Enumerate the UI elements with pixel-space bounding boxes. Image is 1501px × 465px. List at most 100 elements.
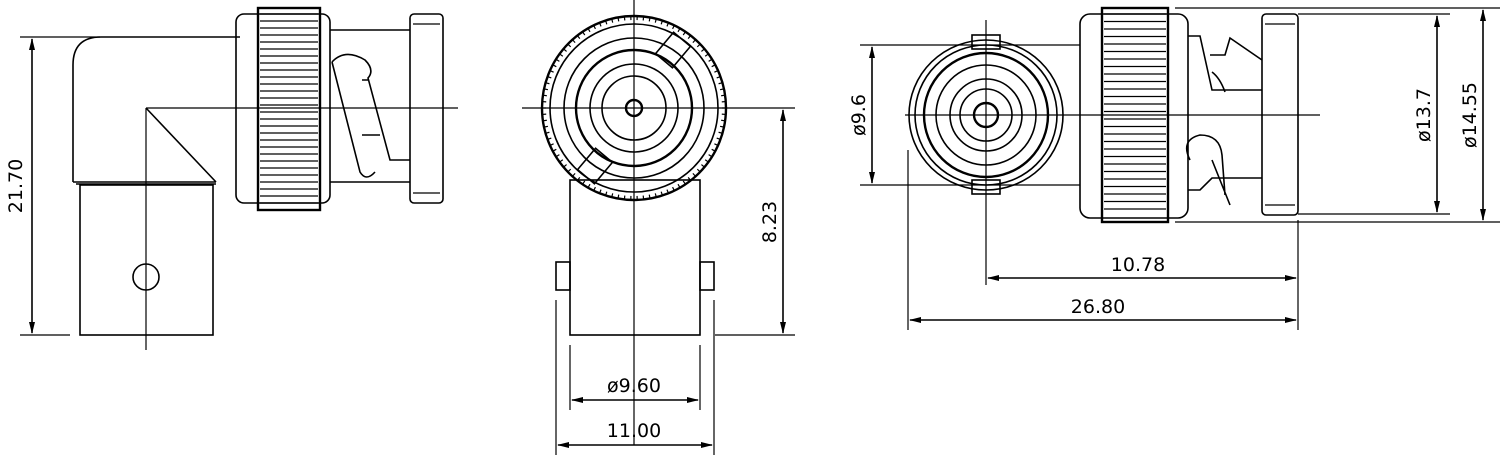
tab [699,261,715,291]
knurl-tooth [587,183,591,188]
knurl-lines [260,13,318,204]
knurl-lines [1104,13,1166,210]
front-view: 8.23 ø9.60 11.00 [522,0,795,455]
lower-tube [569,179,701,336]
knurl-tooth [545,82,550,85]
knurl-tooth [559,159,564,163]
knurl-tooth [552,148,557,152]
knurl-tooth [559,53,564,57]
knurl-tooth [593,186,596,191]
knurl-tooth [576,176,581,181]
knurl-tooth [682,31,686,36]
knurl-tooth [648,194,651,199]
dim-front-offset: 8.23 [759,201,781,243]
knurl-tooth [582,31,586,36]
knurl-tooth [587,28,591,33]
knurl-tooth [666,22,670,27]
knurl-tooth [552,64,557,68]
dim-front-outer-width: 11.00 [607,420,661,442]
knurl-tooth [701,164,705,168]
knurl-tooth [711,148,716,152]
knurl-tooth [543,125,549,128]
knurl-tooth [677,28,681,33]
knurl-tooth [716,137,721,141]
knurl-tooth [571,172,576,177]
knurl-tooth [555,58,560,62]
knurl-tooth [617,17,620,22]
knurl-tooth [567,43,572,48]
knurl-tooth [617,194,620,199]
elbow-body [72,36,240,183]
knurl-tooth [547,75,552,79]
bayonet-slot [331,53,410,178]
knurl-tooth [682,180,686,185]
knurl-tooth [593,25,596,30]
knurl-tooth [571,39,576,44]
knurl-tooth [719,88,725,91]
knurl-tooth [721,94,726,97]
shaft [330,29,410,183]
knurl-tooth [567,168,572,173]
dim-right-flange-dia: ø13.7 [1413,88,1435,142]
knurl-tooth [549,70,554,73]
knurl-teeth [542,16,726,200]
knurl-tooth [543,88,549,91]
knurl-tooth [696,43,701,48]
knurl-tooth [704,53,709,57]
knurl-tooth [701,48,705,52]
knurl-tooth [611,18,614,23]
dim-right-center-length: 10.78 [1111,254,1165,276]
knurled-nut [256,6,322,212]
miter-line [145,107,217,183]
knurl-tooth [666,189,670,194]
knurl-tooth [687,35,692,40]
knurl-tooth [545,131,550,134]
knurl-tooth [654,193,657,198]
knurl-tooth [660,20,664,25]
knurl-tooth [718,82,723,85]
knurl-tooth [604,191,608,196]
hole-icon [132,263,160,291]
knurl-tooth [692,172,697,177]
knurl-tooth [711,64,716,68]
knurl-tooth [672,186,675,191]
knurl-tooth [654,18,657,23]
knurl-tooth [598,22,602,27]
knurl-tooth [611,193,614,198]
knurl-tooth [563,48,567,52]
side-view: 21.70 [5,6,458,350]
knurl-tooth [549,143,554,146]
knurl-tooth [687,176,692,181]
knurl-tooth [721,119,726,122]
knurl-tooth [672,25,675,30]
knurl-tooth [719,125,725,128]
knurl-tooth [542,94,547,97]
dim-side-height: 21.70 [5,159,27,213]
knurl-tooth [604,20,608,25]
knurl-tooth [677,183,681,188]
knurl-tooth [708,58,713,62]
knurl-tooth [598,189,602,194]
knurl-tooth [576,35,581,40]
knurl-tooth [696,168,701,173]
tab [555,261,571,291]
knurl-tooth [547,137,552,141]
knurl-tooth [714,70,719,73]
knurl-tooth [718,131,723,134]
bayonet-slot [1185,35,1263,206]
dim-right-nut-dia: ø14.55 [1459,82,1481,148]
dim-front-inner-dia: ø9.60 [607,375,661,397]
knurl-tooth [542,119,547,122]
knurl-tooth [563,164,567,168]
knurl-tooth [716,75,721,79]
knurl-tooth [555,154,560,158]
knurl-tooth [648,17,651,22]
knurl-tooth [582,180,586,185]
knurl-tooth [660,191,664,196]
knurl-tooth [704,159,709,163]
dim-right-total-length: 26.80 [1071,296,1125,318]
dim-right-face-dia: ø9.6 [848,94,870,136]
knurl-tooth [708,154,713,158]
